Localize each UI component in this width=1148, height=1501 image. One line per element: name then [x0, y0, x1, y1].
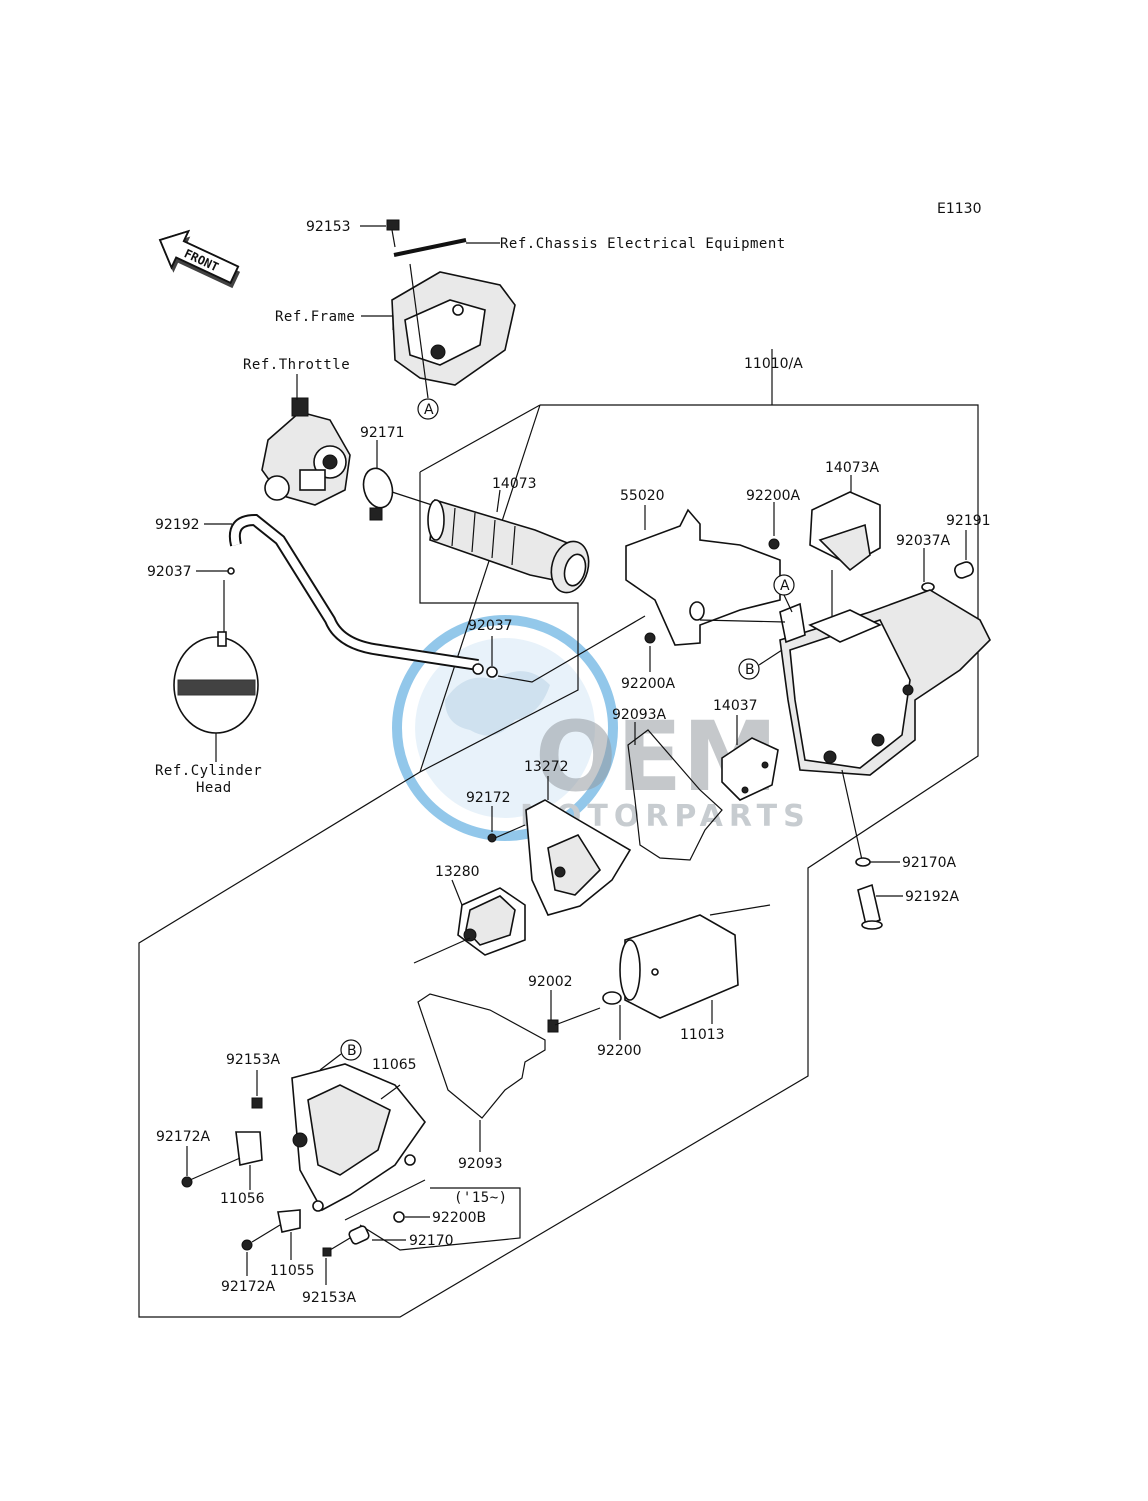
ref-frame: Ref.Frame [275, 309, 355, 325]
label-13272: 13272 [524, 759, 569, 775]
label-92153: 92153 [306, 219, 351, 235]
air-cleaner-assembly-outline [138, 404, 979, 1318]
ref-cylinder-head-2: Head [196, 780, 232, 796]
bracket-11055 [277, 1209, 301, 1233]
callout-a-mid: A [780, 578, 790, 594]
cover-11065 [291, 1063, 427, 1212]
label-92002: 92002 [528, 974, 573, 990]
label-11010A: 11010/A [744, 356, 803, 372]
grommet-92200B [393, 1211, 405, 1223]
label-11065: 11065 [372, 1057, 417, 1073]
cap-92191 [954, 561, 974, 579]
bolt-92153 [386, 219, 467, 257]
label-92200A-top: 92200A [746, 488, 801, 504]
label-92200A-mid: 92200A [621, 676, 676, 692]
ref-cylinder-head-1: Ref.Cylinder [155, 763, 262, 779]
label-92093: 92093 [458, 1156, 503, 1172]
bracket-11056 [235, 1131, 263, 1166]
label-92172A-left: 92172A [156, 1129, 211, 1145]
drain-tube-92192A [857, 883, 883, 930]
label-92191: 92191 [946, 513, 991, 529]
screw-92153A-bottom [322, 1237, 351, 1257]
label-92037A: 92037A [896, 533, 951, 549]
label-14073: 14073 [492, 476, 537, 492]
label-92153A-bottom: 92153A [302, 1290, 357, 1306]
cylinder-head-cover [173, 631, 259, 734]
label-92192: 92192 [155, 517, 200, 533]
holder-13272 [525, 799, 632, 916]
cap-92170 [348, 1225, 370, 1245]
air-filter-11013 [619, 914, 739, 1019]
label-13280: 13280 [435, 864, 480, 880]
screw-92172A-bottom [241, 1224, 281, 1251]
label-92172: 92172 [466, 790, 511, 806]
label-92200: 92200 [597, 1043, 642, 1059]
duct-14073A [809, 491, 881, 572]
label-92171: 92171 [360, 425, 405, 441]
bolt-92002 [547, 1007, 601, 1033]
label-92093A: 92093A [612, 707, 667, 723]
screw-92172A-left [181, 1157, 241, 1188]
label-92037-left: 92037 [147, 564, 192, 580]
label-92192A: 92192A [905, 889, 960, 905]
label-92170: 92170 [409, 1233, 454, 1249]
label-92172A-bottom: 92172A [221, 1279, 276, 1295]
callout-b-mid: B [745, 662, 755, 678]
label-14073A: 14073A [825, 460, 880, 476]
ref-chassis-electrical: Ref.Chassis Electrical Equipment [500, 236, 786, 252]
label-11056: 11056 [220, 1191, 265, 1207]
label-variant: ('15~) [454, 1190, 508, 1206]
air-cleaner-assembly-outline-inner [419, 404, 579, 773]
label-11013: 11013 [680, 1027, 725, 1043]
screw-92172 [487, 824, 526, 843]
label-92153A-top: 92153A [226, 1052, 281, 1068]
label-92170A: 92170A [902, 855, 957, 871]
callout-b-bottom: B [347, 1043, 357, 1059]
label-11055: 11055 [270, 1263, 315, 1279]
callout-a-top: A [424, 402, 434, 418]
front-arrow-icon: FRONT [158, 229, 241, 289]
gasket-92093 [417, 993, 546, 1119]
label-55020: 55020 [620, 488, 665, 504]
label-14037: 14037 [713, 698, 758, 714]
diagram-code: E1130 [937, 201, 981, 217]
label-92037-mid: 92037 [468, 618, 513, 634]
intake-duct-14073 [427, 498, 590, 594]
ref-throttle: Ref.Throttle [243, 357, 350, 373]
plate-14037 [721, 737, 779, 801]
seal-92093A [627, 729, 723, 861]
frame-bracket [391, 271, 516, 386]
air-cleaner-housing [779, 589, 991, 776]
element-13280 [457, 887, 526, 956]
plate-55020 [625, 508, 781, 646]
label-92200B: 92200B [432, 1210, 486, 1226]
throttle-body [261, 397, 351, 506]
washer-92200 [602, 991, 622, 1005]
clamp-92171 [362, 467, 394, 521]
